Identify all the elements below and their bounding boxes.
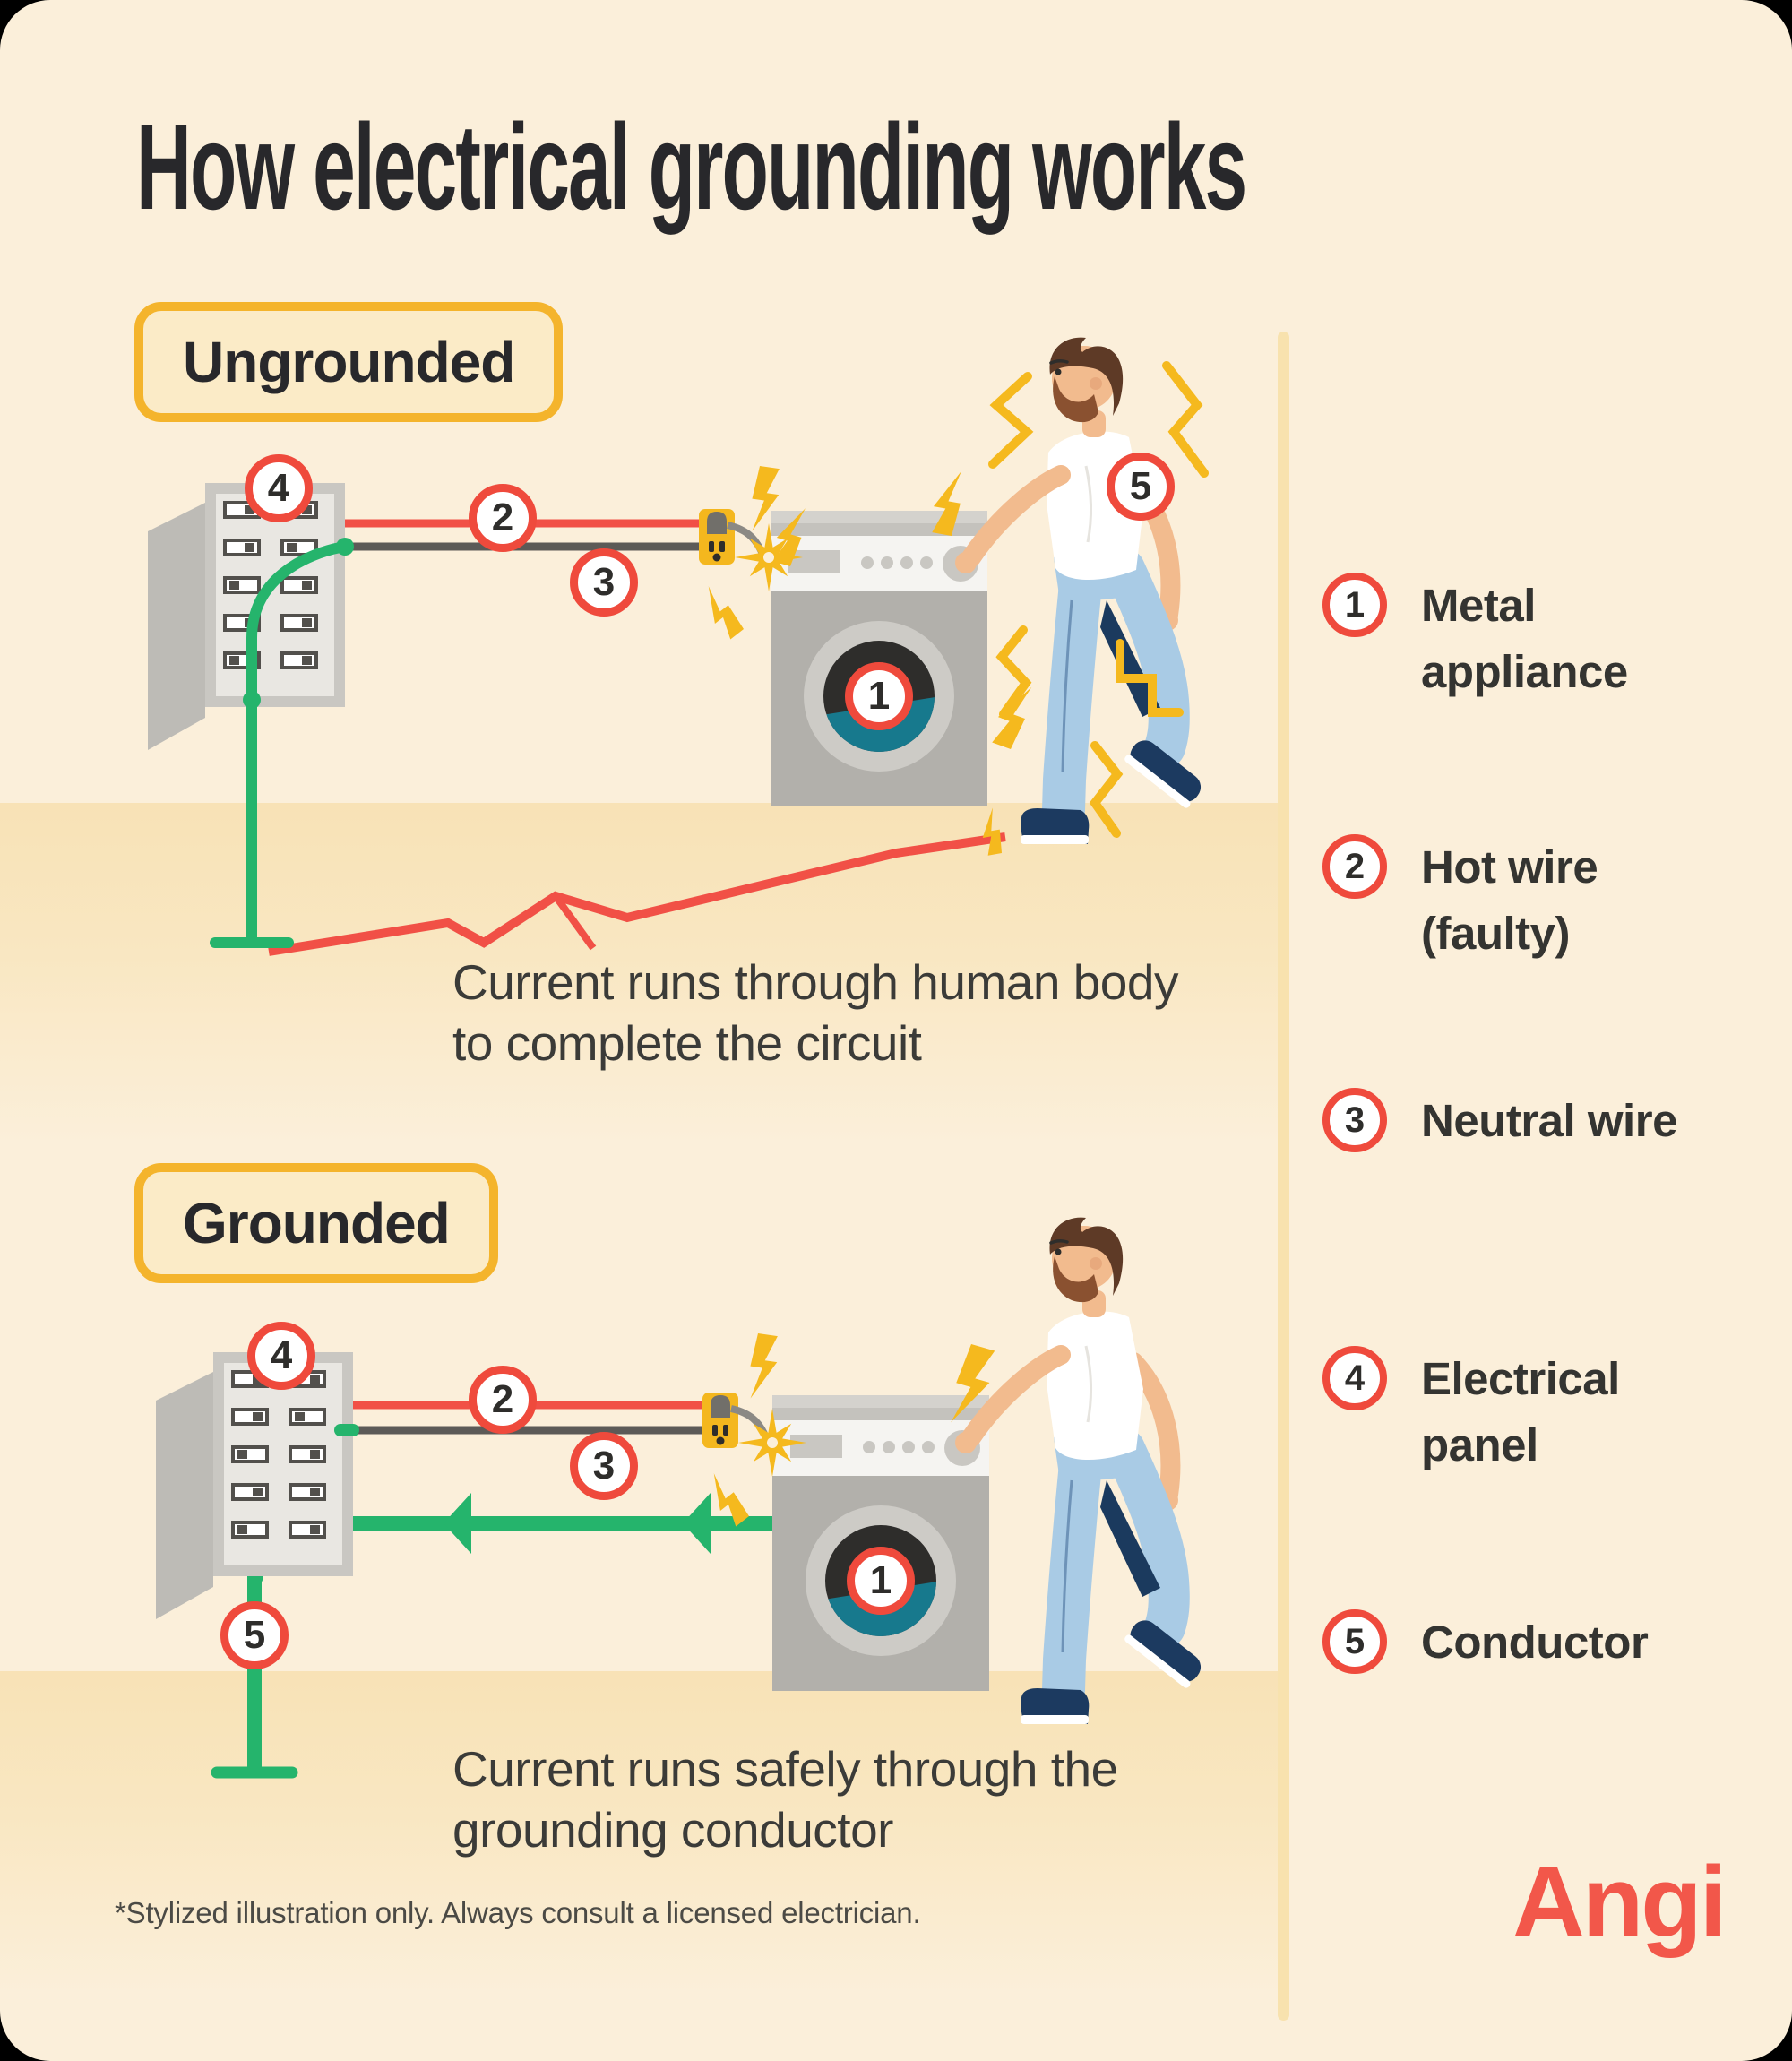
- legend-label: Hot wire (faulty): [1421, 841, 1598, 959]
- legend-item-conductor: 5 Conductor: [1322, 1609, 1699, 1676]
- current-arrow: [444, 1493, 471, 1554]
- legend-badge: 1: [1322, 573, 1387, 637]
- caption-line: to complete the circuit: [452, 1015, 922, 1072]
- legend-item-neutral-wire: 3 Neutral wire: [1322, 1088, 1699, 1154]
- badge-metal-appliance: 1: [847, 1547, 915, 1615]
- caption-line: Current runs through human body: [452, 954, 1178, 1010]
- badge-electrical-panel: 4: [245, 454, 313, 522]
- section-label-grounded: Grounded: [134, 1163, 498, 1283]
- legend-badge: 5: [1322, 1609, 1387, 1674]
- legend-item-metal-appliance: 1 Metal appliance: [1322, 573, 1699, 705]
- legend-label: Neutral wire: [1421, 1095, 1677, 1146]
- washer-illustration: [771, 511, 987, 806]
- legend-label: Conductor: [1421, 1617, 1649, 1668]
- legend-label: Metal appliance: [1421, 580, 1628, 697]
- badge-electrical-panel: 4: [247, 1322, 315, 1390]
- page-title: How electrical grounding works: [136, 99, 1247, 235]
- disclaimer-text: *Stylized illustration only. Always cons…: [115, 1896, 921, 1929]
- floor: [0, 803, 1278, 1994]
- legend-item-electrical-panel: 4 Electrical panel: [1322, 1346, 1699, 1479]
- angi-logo: Angi: [1512, 1846, 1727, 1958]
- grounded-diagram: [154, 1218, 1206, 1779]
- badge-conductor: 5: [1107, 453, 1175, 521]
- outlet-icon: [699, 509, 735, 565]
- ungrounded-caption: Current runs through human body to compl…: [452, 952, 1178, 1074]
- person-illustration: [955, 338, 1206, 844]
- current-arrow: [683, 1493, 711, 1554]
- legend-badge: 2: [1322, 834, 1387, 899]
- legend-badge: 4: [1322, 1346, 1387, 1410]
- section-label-ungrounded: Ungrounded: [134, 302, 564, 422]
- legend-label: Electrical panel: [1421, 1353, 1620, 1470]
- divider-line: [1278, 332, 1289, 2021]
- outlet-icon: [702, 1393, 738, 1448]
- caption-line: Current runs safely through the: [452, 1741, 1118, 1797]
- caption-line: grounding conductor: [452, 1802, 893, 1858]
- badge-neutral-wire: 3: [570, 548, 638, 617]
- badge-neutral-wire: 3: [570, 1432, 638, 1500]
- badge-hot-wire: 2: [469, 1366, 537, 1434]
- person-illustration: [955, 1218, 1206, 1724]
- badge-hot-wire: 2: [469, 484, 537, 552]
- shock-zigzags: [988, 361, 1209, 838]
- legend-item-hot-wire: 2 Hot wire (faulty): [1322, 834, 1699, 967]
- badge-conductor: 5: [220, 1601, 289, 1669]
- grounded-caption: Current runs safely through the groundin…: [452, 1738, 1118, 1860]
- badge-metal-appliance: 1: [845, 662, 913, 730]
- ground-wire: [210, 538, 354, 948]
- legend-badge: 3: [1322, 1088, 1387, 1152]
